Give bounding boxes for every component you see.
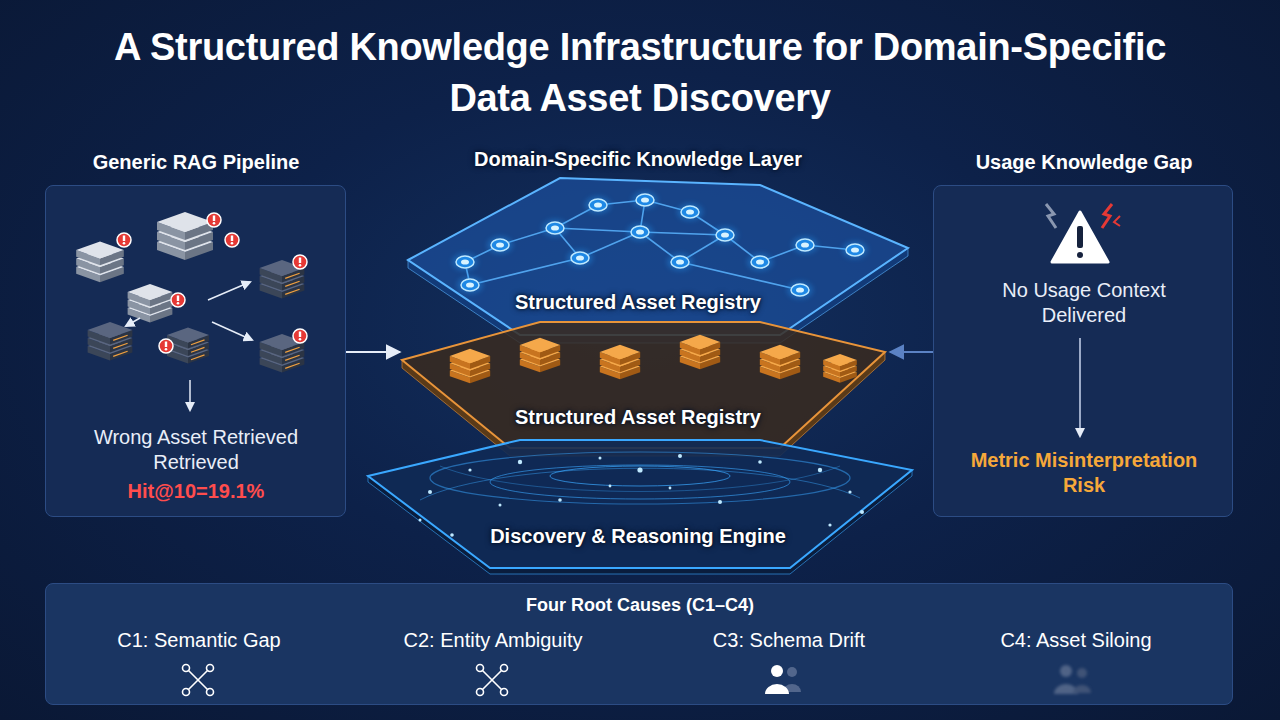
- node-text: C2: Entity Ambiguity: [358, 628, 628, 653]
- node-text: Wrong Asset Retrieved Retrieved: [76, 425, 316, 475]
- layer-plate-shape: [400, 318, 890, 458]
- node-text: C1: Semantic Gap: [64, 628, 334, 653]
- node-heading: Domain-Specific Knowledge Layer: [408, 147, 868, 171]
- node-text: No Usage Context Delivered: [974, 278, 1194, 328]
- gap-panel: Usage Knowledge GapNo Usage Context Deli…: [933, 185, 1233, 517]
- node-text: Structured Asset Registry: [458, 290, 818, 314]
- plate-face: [402, 322, 885, 448]
- node-heading: Four Root Causes (C1–C4): [390, 594, 890, 616]
- connector-arrow: [346, 351, 400, 353]
- layer-plate: Structured Asset Registry: [400, 318, 890, 458]
- node-text: C3: Schema Drift: [654, 628, 924, 653]
- layer-plate-shape: [365, 436, 915, 576]
- pipeline-panel: Generic RAG PipelineWrong Asset Retrieve…: [45, 185, 346, 517]
- node-heading: Discovery & Reasoning Engine: [438, 524, 838, 548]
- node-text: Hit@10=19.1%: [66, 479, 326, 504]
- node-heading: Usage Knowledge Gap: [934, 150, 1234, 174]
- root-cause-panel: Four Root Causes (C1–C4) C1: Semantic Gap…: [45, 583, 1233, 705]
- node-text: Metric Misinterpretation Risk: [949, 448, 1219, 498]
- plate-face: [408, 178, 908, 335]
- layer-plate: Discovery & Reasoning Engine: [365, 436, 915, 576]
- node-heading: Structured Asset Registry: [458, 405, 818, 429]
- node-heading: Generic RAG Pipeline: [46, 150, 346, 174]
- diagram-title: A Structured Knowledge Infrastructure fo…: [90, 22, 1190, 124]
- plate-face: [368, 440, 912, 568]
- connector-arrow: [890, 351, 933, 353]
- node-text: C4: Asset Siloing: [941, 628, 1211, 653]
